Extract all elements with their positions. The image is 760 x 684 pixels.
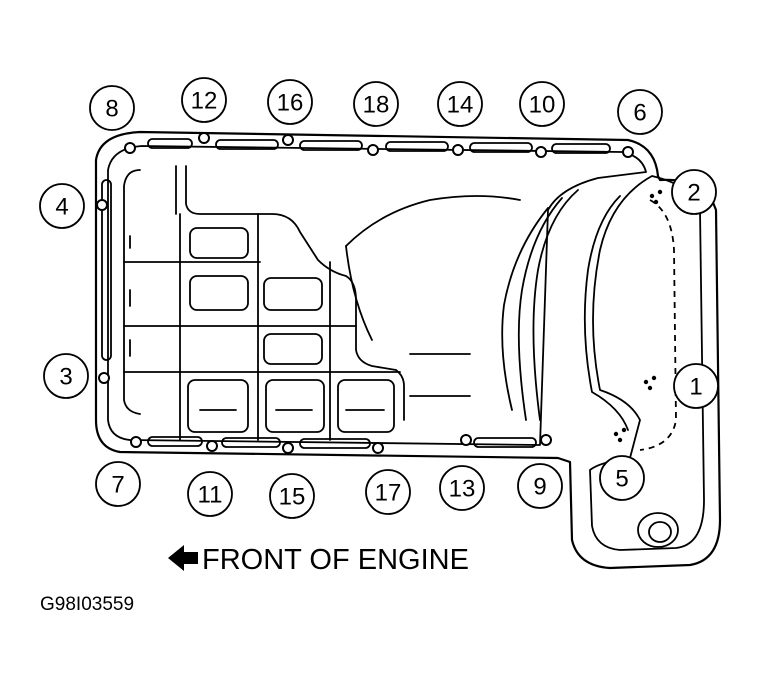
callout-10: 10 (519, 81, 565, 127)
oil-pan-sump-contour-1 (532, 189, 579, 421)
callout-9: 9 (517, 463, 563, 509)
callout-2: 2 (671, 169, 717, 215)
oil-pan-sump-contour-2 (517, 197, 563, 421)
svg-text:16: 16 (277, 90, 304, 117)
callout-7: 7 (95, 461, 141, 507)
drain-plug (637, 512, 679, 548)
rib-mark (409, 353, 471, 397)
rib-pocket (189, 275, 249, 311)
callout-6: 6 (617, 89, 663, 135)
callout-4: 4 (39, 183, 85, 229)
svg-text:8: 8 (105, 96, 118, 123)
front-of-engine-label: FRONT OF ENGINE (202, 544, 469, 576)
oil-pan-sump-contour-3 (501, 207, 549, 411)
rib-left-edge (123, 169, 141, 415)
svg-text:2: 2 (687, 180, 700, 207)
callout-14: 14 (437, 81, 483, 127)
svg-text:17: 17 (375, 480, 402, 507)
oil-pan-hidden-edge (639, 199, 677, 451)
svg-text:14: 14 (447, 92, 474, 119)
rib-pocket (337, 379, 395, 433)
svg-text:5: 5 (615, 466, 628, 493)
oil-pan-sump-inner (583, 195, 629, 431)
callout-15: 15 (269, 473, 315, 519)
figure-id: G98I03559 (40, 594, 134, 615)
front-arrow-icon (168, 545, 198, 571)
svg-text:3: 3 (59, 364, 72, 391)
callout-17: 17 (365, 469, 411, 515)
svg-text:4: 4 (55, 194, 68, 221)
rib-pocket (263, 277, 323, 311)
callout-16: 16 (267, 79, 313, 125)
callout-8: 8 (89, 85, 135, 131)
rib-outline (185, 165, 405, 421)
callout-12: 12 (181, 77, 227, 123)
rib-pocket (189, 227, 249, 259)
rib-pocket (265, 379, 325, 433)
bolt-holes (96, 132, 634, 454)
rib-mark (129, 235, 385, 411)
flange-slots-top (147, 138, 611, 154)
rib-pocket (187, 379, 249, 433)
rib-pocket (263, 333, 323, 365)
svg-text:18: 18 (363, 92, 390, 119)
svg-text:6: 6 (633, 100, 646, 127)
svg-text:11: 11 (198, 482, 223, 509)
callout-18: 18 (353, 81, 399, 127)
callout-5: 5 (599, 455, 645, 501)
sump-markers (613, 189, 663, 443)
svg-text:13: 13 (449, 476, 476, 503)
svg-text:12: 12 (191, 88, 218, 115)
svg-text:15: 15 (279, 484, 306, 511)
svg-text:9: 9 (533, 474, 546, 501)
callout-3: 3 (43, 353, 89, 399)
flange-slots-bottom (101, 179, 537, 449)
svg-text:1: 1 (689, 374, 702, 401)
oil-pan-inner-flange (107, 145, 647, 446)
callout-13: 13 (439, 465, 485, 511)
callout-1: 1 (673, 363, 719, 409)
svg-text:7: 7 (111, 472, 124, 499)
svg-text:10: 10 (529, 92, 556, 119)
crankshaft-clearance-arc (345, 195, 521, 247)
callout-11: 11 (187, 471, 233, 517)
